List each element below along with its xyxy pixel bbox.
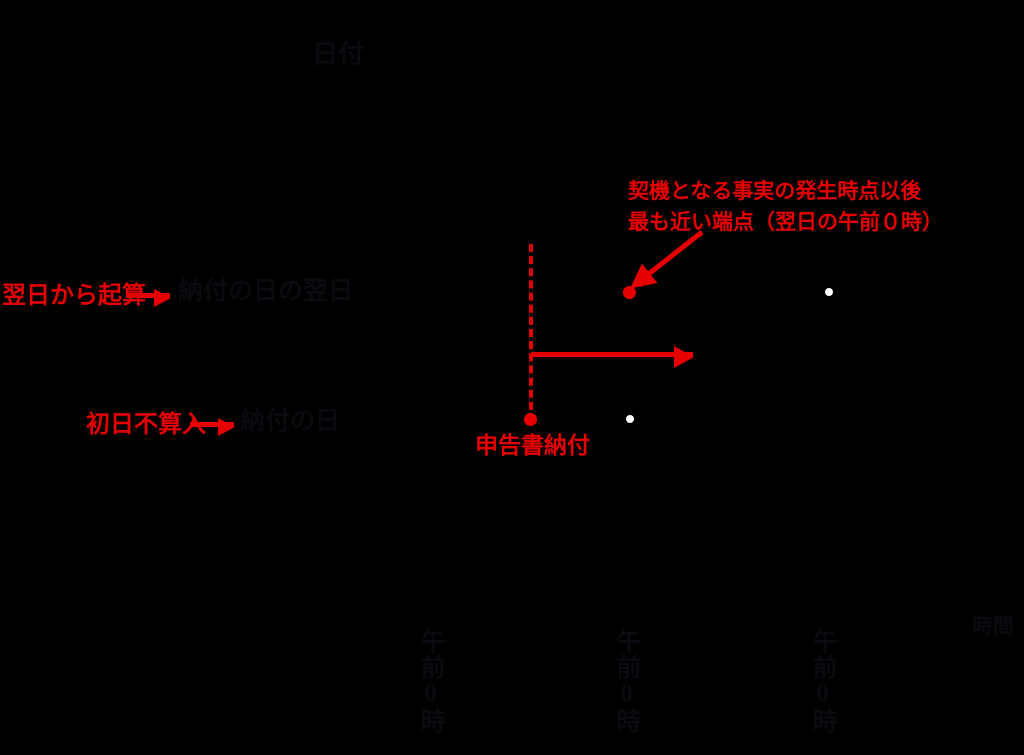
filing-payment-marker [524, 413, 537, 426]
data-point-marker [825, 288, 833, 296]
endpoint-callout-arrow [630, 230, 704, 289]
filing-payment-label: 申告書納付 [475, 433, 590, 458]
x-tick-label-0: 午前0時 [417, 628, 444, 734]
x-axis-label: 時間 [972, 614, 1014, 638]
event-time-dashed-line [529, 244, 533, 422]
endpoint-callout-line-2: 最も近い端点（翌日の午前０時） [628, 210, 943, 234]
start-count-arrow [126, 289, 171, 307]
y-axis-label: 日付 [312, 40, 365, 69]
x-tick-label-1: 午前0時 [613, 628, 640, 734]
endpoint-callout-line-1: 契機となる事実の発生時点以後 [628, 179, 922, 203]
series-label-payment-day: 納付の日 [240, 408, 341, 435]
first-day-excluded-arrow [190, 418, 235, 436]
series-label-payment-day-next: 納付の日の翌日 [178, 278, 354, 305]
data-point-marker [626, 415, 634, 423]
x-tick-label-2: 午前0時 [809, 628, 836, 734]
nearest-endpoint-marker [623, 286, 636, 299]
first-day-excluded-label: 初日不算入 [86, 412, 206, 438]
elapsed-time-arrow [531, 346, 694, 368]
start-count-label: 翌日から起算 [2, 283, 146, 309]
